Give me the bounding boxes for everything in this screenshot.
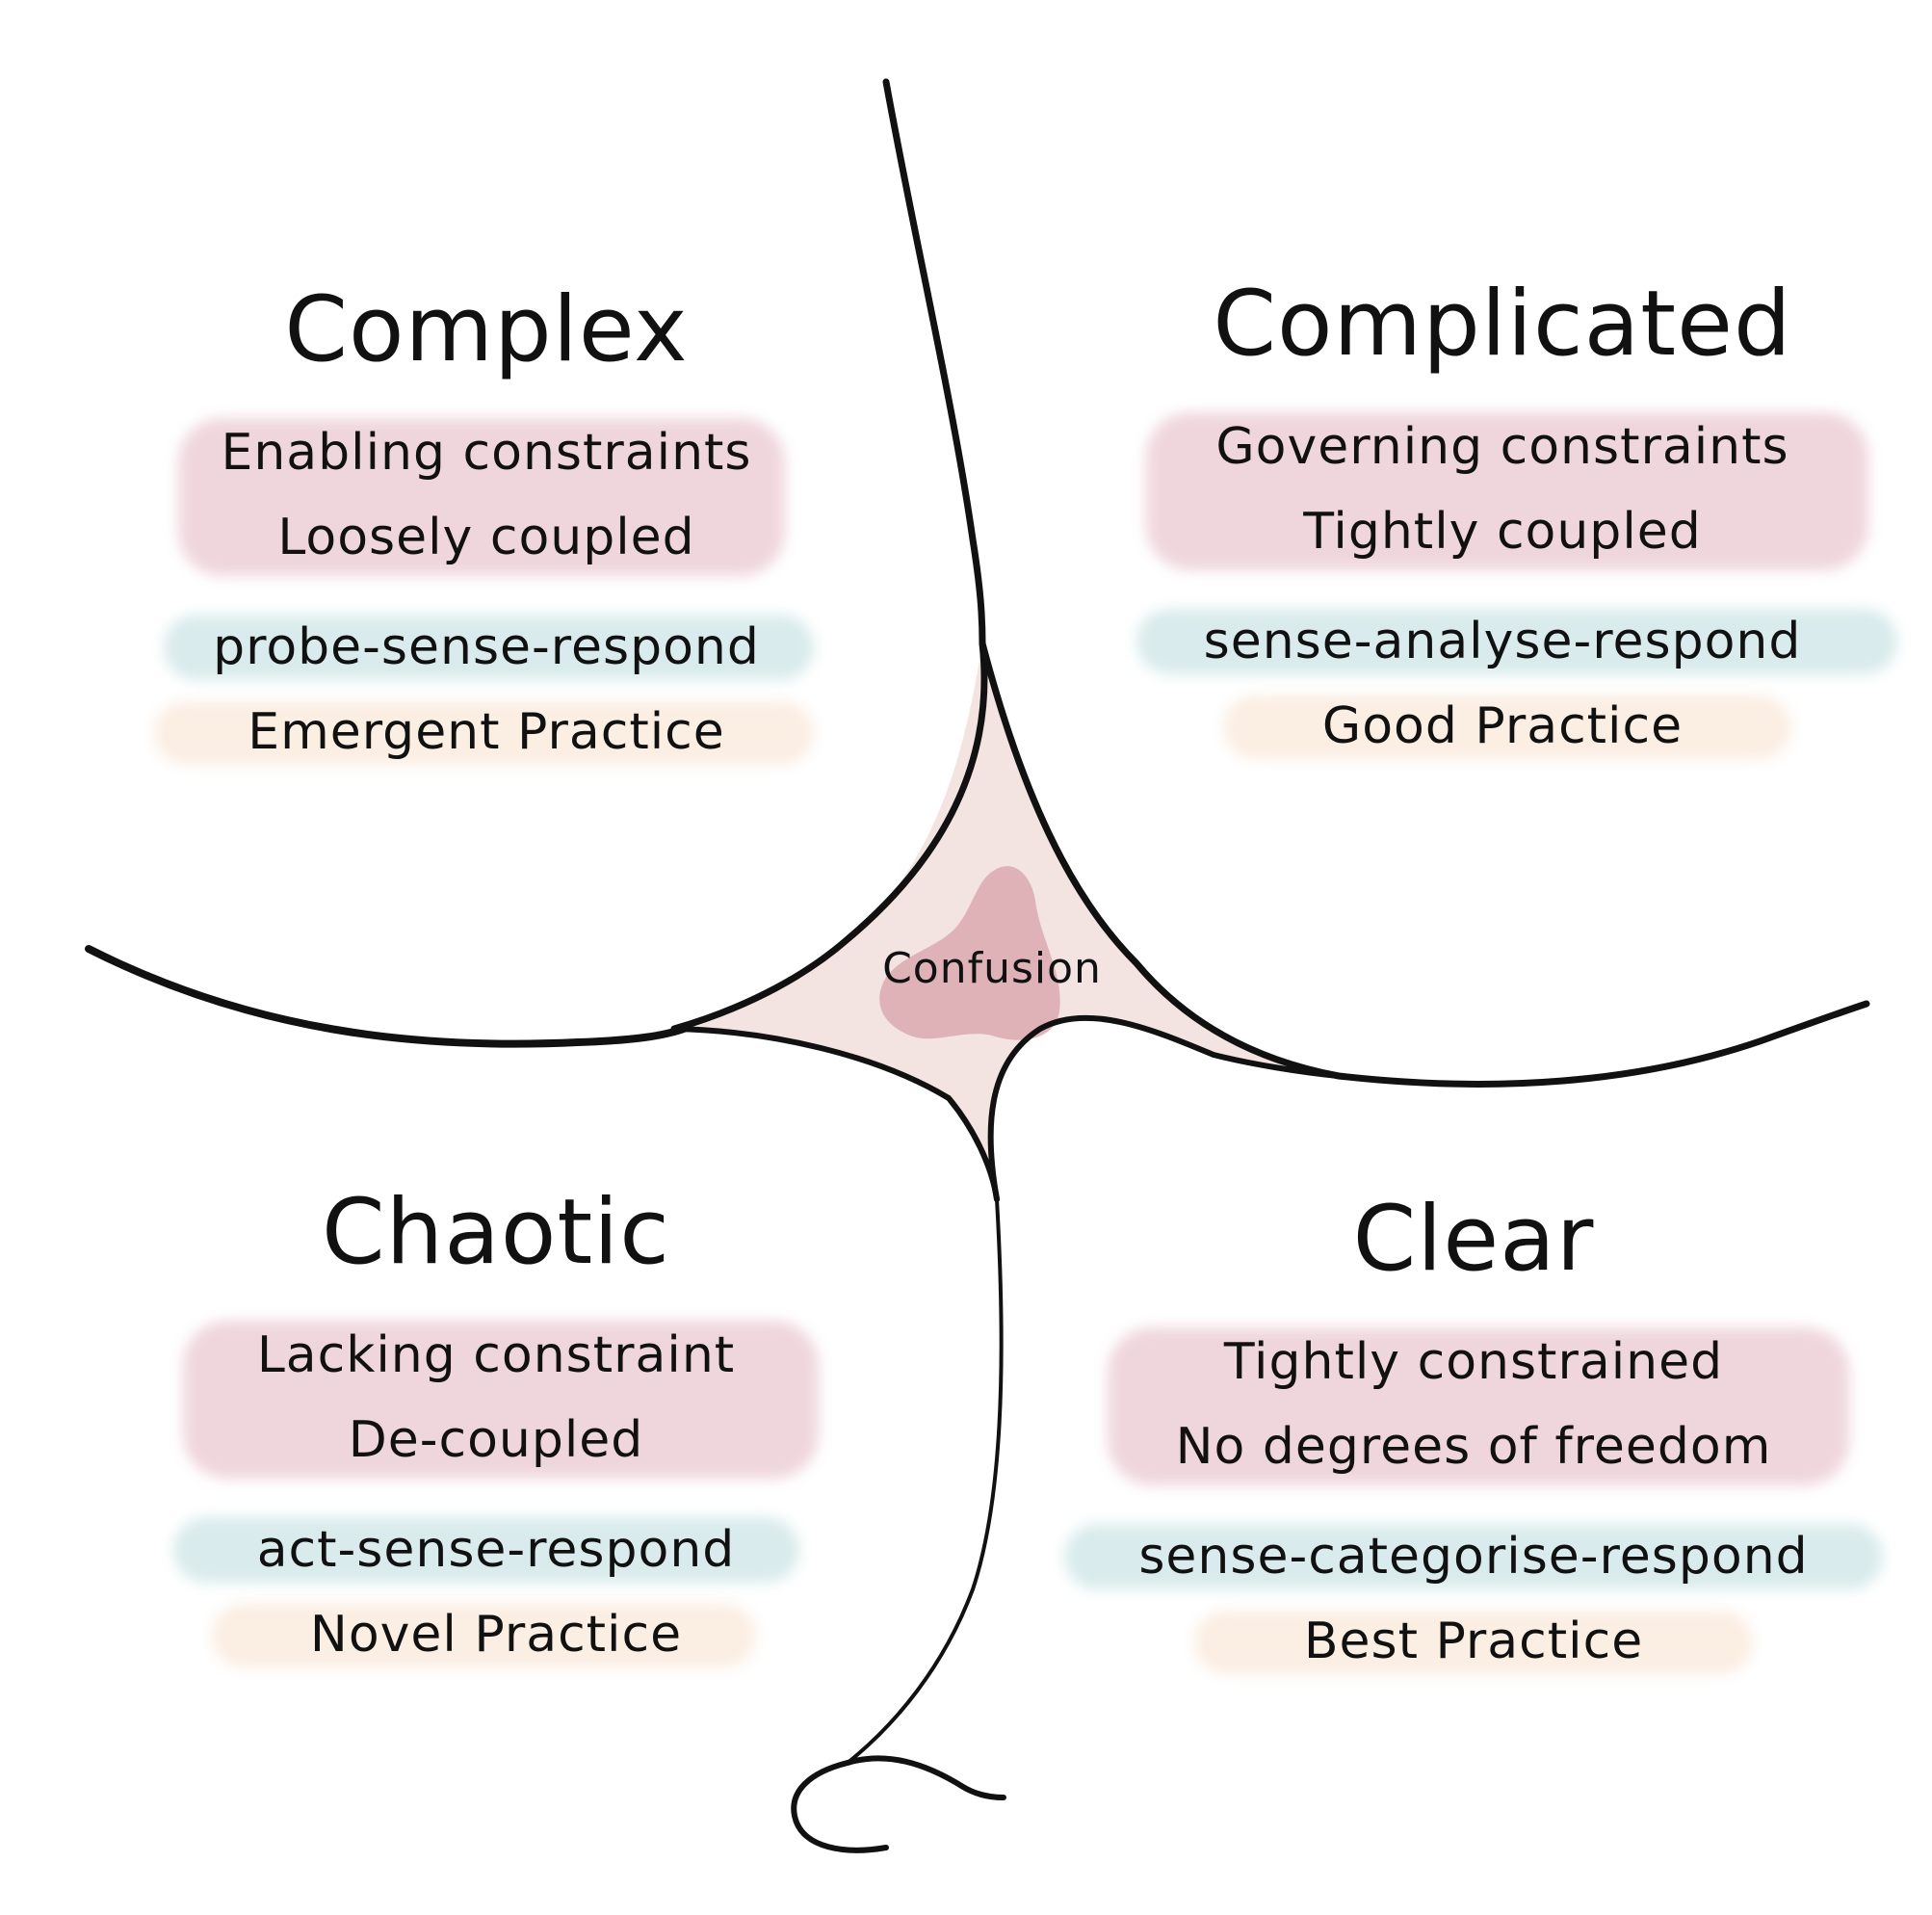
clear-coupling: No degrees of freedom bbox=[1175, 1418, 1772, 1476]
practice-wash bbox=[1194, 1611, 1753, 1674]
complicated-constraint-band: Governing constraints bbox=[1136, 405, 1868, 570]
clear-constraint: Tightly constrained bbox=[1223, 1333, 1724, 1391]
complicated-method: sense-analyse-respond bbox=[1203, 613, 1802, 670]
top-boundary-line bbox=[882, 78, 986, 647]
confusion-outline-right-top bbox=[979, 640, 1343, 1080]
constraint-wash bbox=[183, 1321, 819, 1479]
complicated-practice: Good Practice bbox=[1321, 697, 1684, 755]
right-boundary-line bbox=[1335, 1000, 1870, 1088]
practice-wash bbox=[1223, 695, 1791, 759]
complex-coupling-band: Loosely coupled bbox=[120, 495, 852, 580]
clear-method-band: sense-categorise-respond bbox=[1064, 1514, 1883, 1599]
complex-practice-band: Emergent Practice bbox=[120, 690, 852, 774]
chaotic-method: act-sense-respond bbox=[256, 1521, 736, 1579]
chaotic-domain: Chaotic Lacking constraint De-coupled ac… bbox=[130, 1180, 862, 1677]
bottom-boundary-line bbox=[846, 1197, 1004, 1765]
complicated-domain: Complicated Governing constraints Tightl… bbox=[1136, 272, 1897, 769]
complicated-coupling: Tightly coupled bbox=[1303, 503, 1702, 561]
chaotic-coupling-band: De-coupled bbox=[130, 1398, 862, 1482]
practice-wash bbox=[154, 701, 814, 765]
clear-domain: Clear Tightly constrained No degrees of … bbox=[1064, 1187, 1883, 1684]
left-boundary-line bbox=[85, 945, 688, 1048]
cliff-fold bbox=[791, 1755, 1006, 1853]
method-wash bbox=[1064, 1524, 1883, 1589]
chaotic-practice: Novel Practice bbox=[309, 1606, 683, 1664]
constraint-wash bbox=[1146, 412, 1868, 570]
method-wash bbox=[1136, 609, 1897, 674]
clear-method: sense-categorise-respond bbox=[1138, 1528, 1809, 1586]
constraint-wash bbox=[178, 418, 785, 576]
confusion-outline-left-top bbox=[670, 640, 988, 1033]
confusion-core bbox=[879, 866, 1060, 1040]
complex-domain: Complex Enabling constraints Loosely cou… bbox=[120, 277, 852, 774]
complicated-coupling-band: Tightly coupled bbox=[1136, 489, 1868, 574]
chaotic-constraint: Lacking constraint bbox=[256, 1326, 736, 1384]
confusion-outline-right-bottom bbox=[987, 1014, 1342, 1202]
clear-constraint-band: Tightly constrained bbox=[1108, 1320, 1849, 1485]
chaotic-coupling: De-coupled bbox=[348, 1411, 644, 1469]
chaotic-constraint-band: Lacking constraint bbox=[130, 1313, 862, 1479]
complex-practice: Emergent Practice bbox=[248, 703, 725, 761]
complicated-practice-band: Good Practice bbox=[1136, 684, 1868, 769]
complicated-constraint: Governing constraints bbox=[1215, 418, 1789, 476]
method-wash bbox=[164, 615, 814, 680]
complex-coupling: Loosely coupled bbox=[277, 509, 695, 566]
complex-constraint: Enabling constraints bbox=[221, 424, 752, 482]
chaotic-title: Chaotic bbox=[322, 1180, 670, 1285]
practice-wash bbox=[212, 1604, 756, 1667]
complex-constraint-band: Enabling constraints bbox=[120, 410, 852, 576]
complicated-method-band: sense-analyse-respond bbox=[1136, 599, 1897, 684]
clear-coupling-band: No degrees of freedom bbox=[1108, 1404, 1840, 1489]
chaotic-practice-band: Novel Practice bbox=[130, 1592, 862, 1677]
complex-title: Complex bbox=[284, 277, 689, 382]
chaotic-method-band: act-sense-respond bbox=[130, 1508, 862, 1592]
clear-practice: Best Practice bbox=[1303, 1613, 1644, 1670]
confusion-outline-left-bottom bbox=[671, 1026, 1000, 1202]
complex-method: probe-sense-respond bbox=[213, 618, 760, 676]
clear-title: Clear bbox=[1352, 1187, 1595, 1292]
method-wash bbox=[173, 1517, 799, 1583]
complex-method-band: probe-sense-respond bbox=[120, 605, 852, 690]
constraint-wash bbox=[1108, 1327, 1849, 1485]
confusion-label: Confusion bbox=[882, 944, 1102, 993]
clear-practice-band: Best Practice bbox=[1108, 1599, 1840, 1684]
complicated-title: Complicated bbox=[1213, 272, 1792, 377]
